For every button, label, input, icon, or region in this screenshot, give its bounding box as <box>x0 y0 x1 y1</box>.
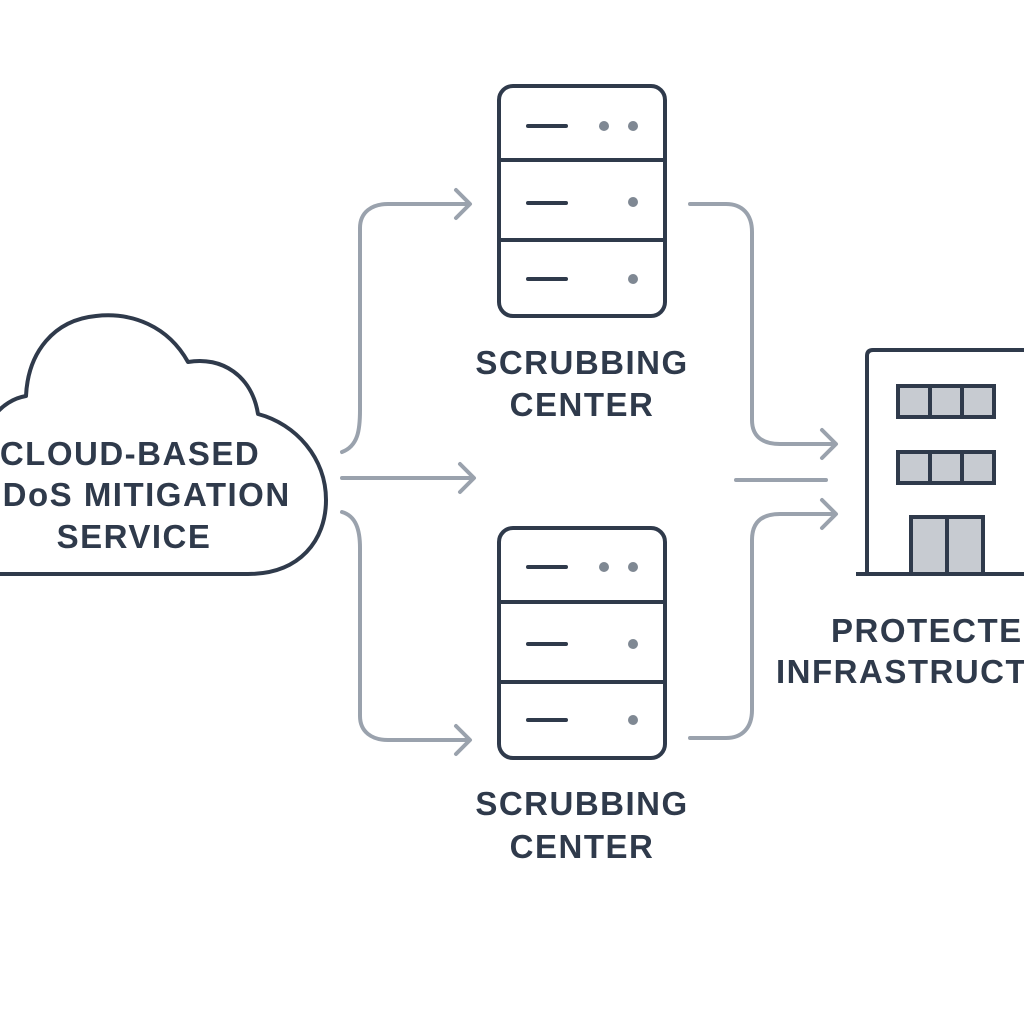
infra-label-line1: PROTECTED <box>831 612 1024 649</box>
cloud-label-line2: DDoS MITIGATION <box>0 476 291 513</box>
arrowhead-infra-top <box>820 428 838 460</box>
server-icon-bottom <box>497 526 667 760</box>
arrowhead-infra-bottom <box>820 498 838 530</box>
scrub-bottom-label-line1: SCRUBBING <box>475 785 688 822</box>
arrowhead-top-center <box>454 188 472 220</box>
arrow-cloud-to-bottom-center <box>340 510 470 742</box>
cloud-label-line3: SERVICE <box>57 518 212 555</box>
server-icon-top <box>497 84 667 318</box>
scrub-top-label-line2: CENTER <box>510 386 655 423</box>
arrow-cloud-to-top-center <box>340 202 470 454</box>
infra-label-line2: INFRASTRUCTURE <box>776 653 1024 690</box>
arrow-bottom-center-to-infra <box>688 512 836 740</box>
arrowhead-bottom-center <box>454 724 472 756</box>
cloud-icon: CLOUD-BASED DDoS MITIGATION SERVICE <box>0 313 328 576</box>
building-icon <box>856 348 1024 576</box>
scrub-top-label-line1: SCRUBBING <box>475 344 688 381</box>
arrowhead-middle <box>458 462 476 494</box>
scrub-bottom-label-line2: CENTER <box>510 828 655 865</box>
arrows <box>340 188 838 756</box>
cloud-label-line1: CLOUD-BASED <box>0 435 260 472</box>
arrow-top-center-to-infra <box>688 202 836 446</box>
